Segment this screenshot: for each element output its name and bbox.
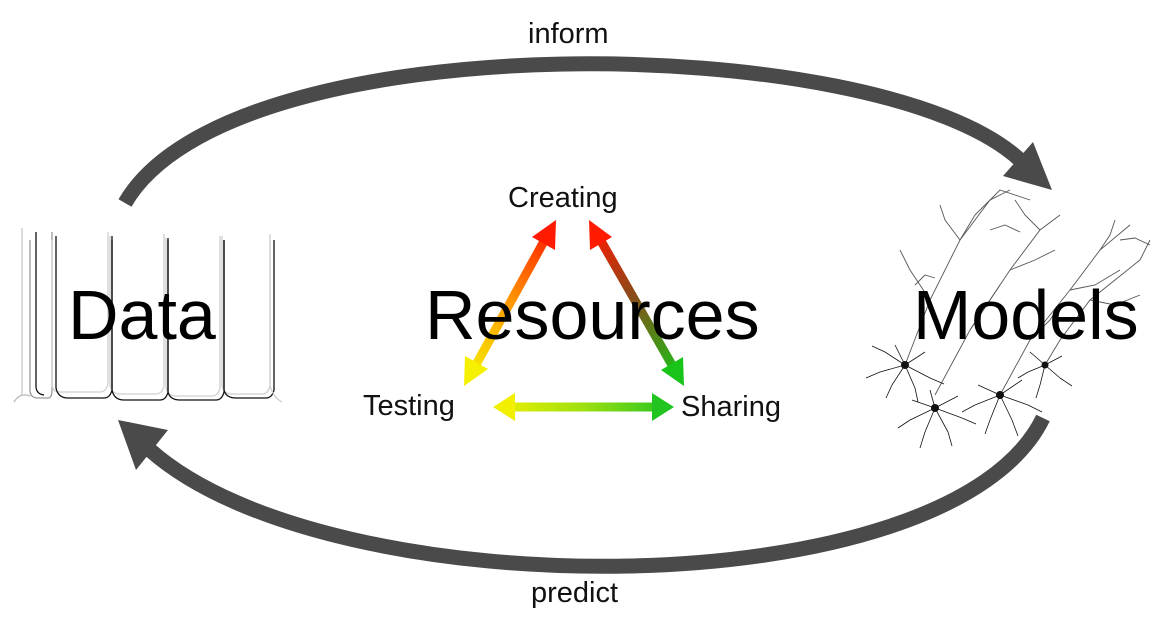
resources-triangle: [464, 220, 684, 421]
neuron-illustration: [865, 189, 1151, 449]
spike-trace-illustration: [13, 228, 283, 403]
predict-arrow: [118, 414, 1050, 574]
creating-testing-arrow: [464, 220, 556, 386]
predict-label: predict: [531, 577, 619, 609]
inform-label: inform: [528, 18, 609, 50]
creating-label: Creating: [508, 182, 618, 214]
sharing-label: Sharing: [681, 391, 781, 423]
creating-sharing-arrow: [589, 220, 684, 386]
testing-label: Testing: [363, 390, 455, 422]
data-title: Data: [68, 276, 216, 354]
models-title: Models: [913, 276, 1139, 354]
testing-sharing-arrow: [493, 393, 674, 421]
resources-title: Resources: [425, 276, 760, 354]
inform-arrow: [118, 56, 1052, 207]
